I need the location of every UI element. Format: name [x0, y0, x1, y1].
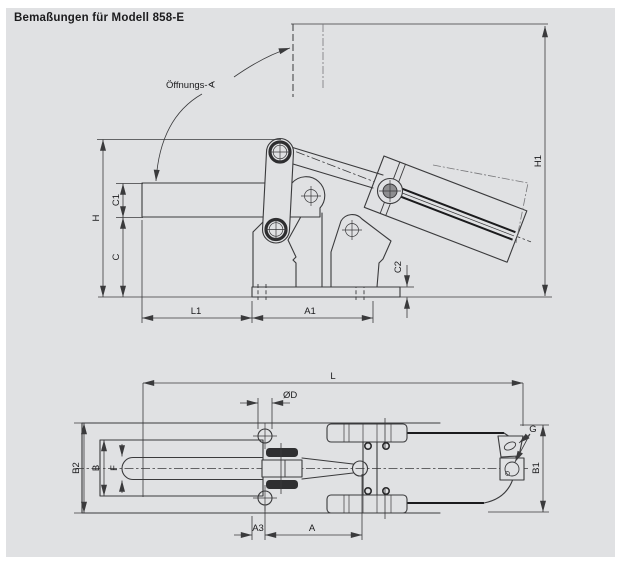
dim-label-A1: A1	[304, 306, 316, 317]
round-hole	[504, 461, 520, 477]
cylinder-stripe	[393, 193, 513, 241]
dim-label-C1: C1	[111, 194, 122, 206]
handle-open-position-line	[432, 164, 529, 244]
round-hole-detail	[505, 471, 510, 476]
opening-angle-label: Öffnungs-∢	[166, 80, 216, 91]
plan-arm-bar	[99, 439, 264, 497]
leader-G-hole	[514, 433, 531, 463]
crosshair	[301, 186, 321, 206]
lever-bar	[290, 146, 384, 189]
screw-head	[363, 441, 372, 450]
crosshair	[342, 220, 362, 240]
crosshair	[379, 180, 401, 202]
leader-G-slot	[518, 433, 531, 444]
opening-angle-arc-lower	[153, 93, 203, 182]
plan-body-left-edges	[362, 441, 378, 496]
dim-label-C: C	[111, 253, 122, 260]
spindle-nut	[266, 448, 298, 457]
dim-label-B2: B2	[71, 462, 82, 474]
slot-hole	[503, 441, 517, 451]
dim-label-G: G	[529, 424, 536, 435]
extension-line	[142, 383, 524, 497]
handle-grip-top	[326, 423, 408, 443]
base-plate	[251, 286, 401, 298]
cylinder-stripe	[396, 185, 516, 234]
drawing-title: Bemaßungen für Modell 858-E	[14, 12, 185, 24]
dim-label-L: L	[330, 371, 335, 382]
dim-label-B: B	[91, 465, 102, 471]
plan-arm-slot	[121, 456, 264, 481]
toggle-link	[261, 137, 295, 244]
body-inner-edge	[287, 210, 305, 288]
clevis-pin-hole	[351, 460, 369, 477]
side-view: Öffnungs-∢	[98, 23, 552, 300]
end-plate-round	[499, 457, 525, 481]
clevis-arms	[301, 457, 354, 480]
crosshair	[265, 218, 287, 241]
rear-bracket	[330, 214, 392, 288]
plan-view-dimensions: L ØD B2 B F B1 G A3 A	[71, 371, 549, 540]
plan-view	[75, 418, 528, 519]
side-view-dimensions: H C1 C H1 C2 L1 A1	[91, 26, 548, 323]
clamping-arm	[141, 176, 326, 218]
base-hidden-holes	[257, 284, 365, 300]
handle-grip-bottom	[326, 494, 408, 514]
dim-label-A3: A3	[252, 523, 264, 534]
dim-label-B1: B1	[531, 462, 542, 474]
spindle-nut	[266, 480, 298, 489]
dim-label-H: H	[91, 214, 102, 221]
crosshair	[269, 141, 291, 163]
body-left-edge	[252, 221, 264, 288]
crosshair	[253, 423, 277, 449]
grip-segments	[343, 424, 392, 442]
dim-label-H1: H1	[533, 155, 544, 167]
cylinder-stripe	[395, 190, 515, 237]
screw-head	[381, 441, 390, 450]
opening-angle-arc-upper	[233, 47, 291, 78]
dim-label-D: ØD	[283, 390, 297, 401]
dim-label-F: F	[109, 465, 120, 471]
screw-head	[363, 486, 372, 495]
spindle-block	[261, 459, 303, 478]
dim-label-L1: L1	[191, 306, 202, 317]
grip-segments	[343, 495, 392, 513]
dim-label-C2: C2	[393, 261, 404, 273]
screw-head	[381, 486, 390, 495]
dim-label-A: A	[309, 523, 316, 534]
